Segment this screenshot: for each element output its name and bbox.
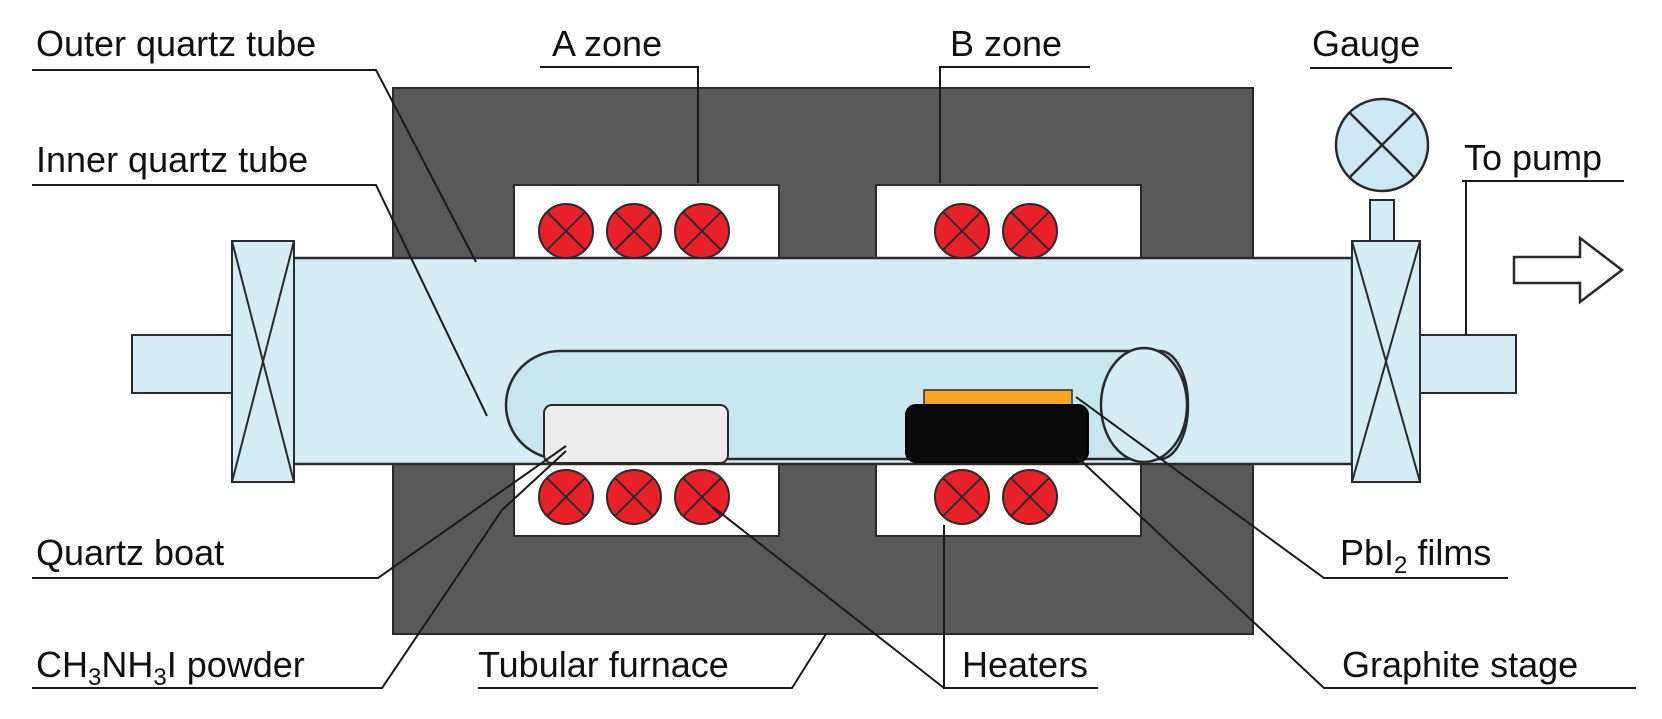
- heater-coil-icon: [606, 469, 662, 525]
- heater-coil-icon: [1002, 203, 1058, 259]
- leader-heaters: [712, 506, 1098, 689]
- quartz-boat: [543, 404, 729, 464]
- flow-arrow-icon: [1512, 235, 1625, 305]
- leader-quartz-boat: [32, 445, 567, 579]
- heater-coil-icon: [606, 203, 662, 259]
- heater-coil-icon: [674, 469, 730, 525]
- label-quartz-boat: Quartz boat: [36, 532, 224, 573]
- leader-furnace: [478, 633, 827, 689]
- leader-powder: [32, 450, 567, 689]
- left-inlet-pipe: [131, 334, 233, 394]
- label-pbi2-films: PbI2 films: [1340, 532, 1491, 579]
- leader-pbi2-films: [1075, 396, 1508, 579]
- heater-coil-icon: [538, 469, 594, 525]
- heater-coil-icon: [538, 203, 594, 259]
- leader-to-pump: [1462, 180, 1624, 335]
- inner-tube-opening: [1099, 346, 1189, 464]
- gauge-icon: [1334, 97, 1430, 193]
- leader-outer-tube: [32, 69, 477, 263]
- heaters-group: [538, 203, 1058, 525]
- label-inner-quartz-tube: Inner quartz tube: [36, 139, 308, 180]
- heater-coil-icon: [674, 203, 730, 259]
- pbi2-film: [923, 389, 1073, 406]
- left-flange: [231, 240, 295, 483]
- label-outer-quartz-tube: Outer quartz tube: [36, 23, 316, 64]
- right-flange: [1351, 240, 1421, 483]
- leader-lines: [32, 66, 1636, 689]
- label-a-zone: A zone: [552, 23, 662, 64]
- label-b-zone: B zone: [950, 23, 1062, 64]
- label-powder: CH3NH3I powder: [36, 644, 305, 691]
- heater-coil-icon: [934, 203, 990, 259]
- leader-a-zone: [540, 66, 699, 183]
- label-tubular-furnace: Tubular furnace: [478, 644, 729, 685]
- gauge-stem: [1369, 199, 1395, 242]
- graphite-stage: [905, 404, 1089, 463]
- label-to-pump: To pump: [1464, 137, 1602, 178]
- label-graphite-stage: Graphite stage: [1342, 644, 1578, 685]
- label-gauge: Gauge: [1312, 23, 1420, 64]
- label-heaters: Heaters: [962, 644, 1088, 685]
- heater-coil-icon: [934, 469, 990, 525]
- leader-b-zone: [939, 66, 1090, 183]
- leader-inner-tube: [32, 184, 488, 417]
- heater-coil-icon: [1002, 469, 1058, 525]
- right-outlet-pipe: [1419, 334, 1517, 394]
- leader-graphite: [1075, 455, 1636, 689]
